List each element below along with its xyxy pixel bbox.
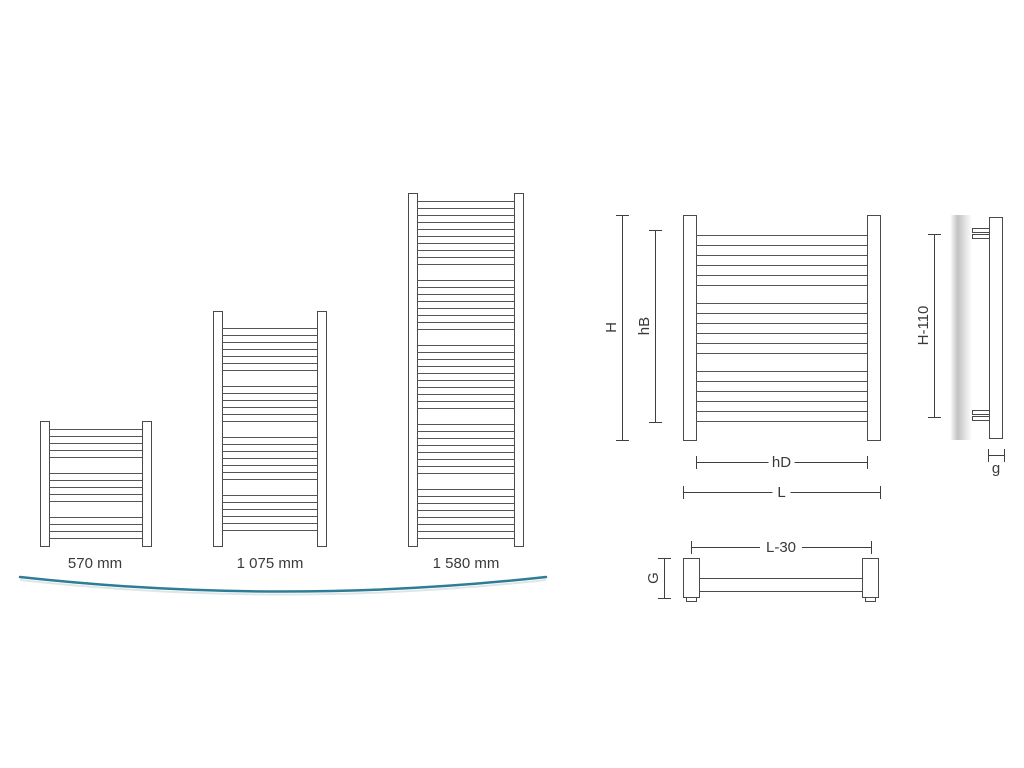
dim-label: hB [636, 317, 653, 335]
dim-H: H [603, 215, 629, 441]
size-label-group-1580: 1 580 mm [433, 555, 500, 572]
dim-label: H-110 [915, 306, 932, 346]
size-label-1075: 1 075 mm [237, 555, 304, 572]
rail-left [408, 193, 418, 547]
dim-label-bg [772, 484, 791, 500]
foot-left [686, 597, 697, 602]
rail-right [514, 193, 524, 547]
rail-left [213, 311, 223, 547]
dim-label: L [777, 484, 785, 501]
rail-left [40, 421, 50, 547]
dim-label: hD [772, 454, 791, 471]
dim-hB: hB [636, 230, 662, 423]
collector-right [862, 558, 879, 598]
dim-G: G [645, 558, 671, 599]
rail-right [317, 311, 327, 547]
rail-right [142, 421, 152, 547]
dim-L30: L-30 [691, 539, 872, 556]
tube-plan [699, 578, 863, 592]
collector-left [683, 558, 700, 598]
dim-label: L-30 [766, 539, 796, 556]
brace-curve [18, 575, 548, 593]
rail-left [683, 215, 697, 441]
plan-view [683, 558, 879, 602]
wall-bracket [972, 410, 990, 415]
dim-label: H [603, 322, 620, 333]
front-view [683, 215, 881, 441]
dim-hD: hD [696, 454, 868, 471]
dim-L: L [683, 484, 881, 501]
size-range-brace [18, 575, 548, 596]
dim-H110: H-110 [915, 234, 941, 418]
rail-profile [989, 217, 1003, 439]
dim-label: g [992, 460, 1000, 477]
rail-right [867, 215, 881, 441]
dim-label-bg [768, 454, 795, 470]
dim-label-bg [760, 539, 802, 555]
wall-bracket [972, 234, 990, 239]
radiator-1580 [408, 193, 524, 547]
side-view [950, 215, 1003, 440]
wall-bracket [972, 228, 990, 233]
dim-label: G [645, 572, 662, 584]
wall-bracket [972, 416, 990, 421]
dim-g: g [988, 449, 1005, 477]
size-label-group-570: 570 mm [68, 555, 122, 572]
size-label-1580: 1 580 mm [433, 555, 500, 572]
radiator-1075 [213, 311, 327, 547]
foot-right [865, 597, 876, 602]
brace-shadow [19, 579, 547, 596]
tube-stack-shade [950, 215, 972, 440]
radiator-570 [40, 421, 152, 547]
size-label-group-1075: 1 075 mm [237, 555, 304, 572]
size-label-570: 570 mm [68, 555, 122, 572]
